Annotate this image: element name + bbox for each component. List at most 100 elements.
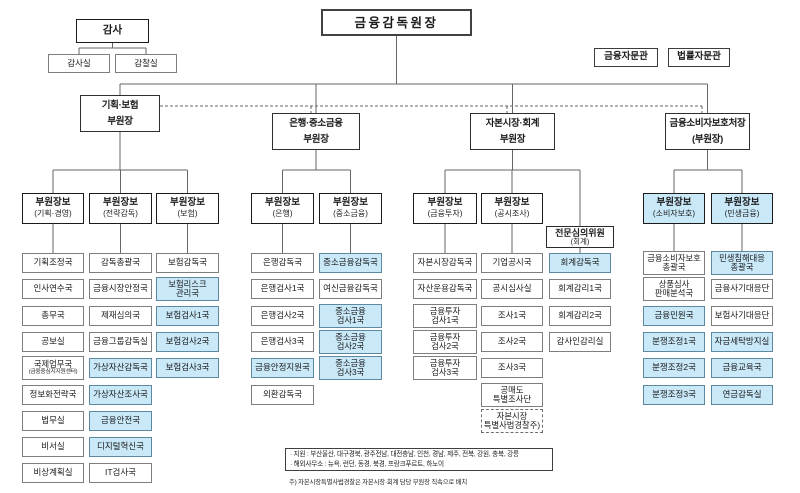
- dept-box: 보험사기대응단: [711, 306, 773, 326]
- label: 감독총괄국: [100, 257, 141, 268]
- label: 금융소비자보호: [647, 252, 701, 263]
- label: 기업공시국: [492, 257, 532, 268]
- dept-box: 비상계획실: [22, 463, 84, 483]
- dept-box: 금융민원국: [643, 306, 705, 326]
- note-line-regional: · 지원 : 부산울산, 대구경북, 광주전남, 대전충남, 인천, 경남, 제…: [290, 451, 519, 458]
- dept-box: 분쟁조정2국: [643, 358, 705, 378]
- assistant-deputy-box: 부원장보(민생금융): [711, 193, 773, 224]
- dept-box: 자산운용감독국: [413, 279, 477, 299]
- legal-advisor-box: 법률자문관: [668, 48, 730, 67]
- label: (금융투자): [427, 208, 463, 218]
- label: 은행감독국: [262, 257, 303, 268]
- label: 금융민원국: [654, 310, 694, 321]
- dept-box: 외환감독국: [251, 385, 314, 405]
- audit-office-box: 감사실: [48, 54, 110, 73]
- label: 자본시장: [496, 410, 528, 421]
- label: 감사인감리실: [556, 336, 604, 347]
- label: 여신금융감독국: [323, 283, 378, 294]
- footnote: 주) 자본시장특별사법경찰은 자본시장·회계 담당 부원장 직속으로 배치: [289, 479, 468, 486]
- dept-box: 은행검사2국: [251, 306, 314, 326]
- label: 정보화전략국: [29, 389, 77, 400]
- label: 가상자산감독국: [93, 362, 148, 373]
- label: 총괄국: [662, 262, 686, 272]
- label: 부원장보: [35, 197, 71, 209]
- assistant-deputy-box: 부원장보(은행): [251, 193, 314, 224]
- label: 부원장보: [427, 197, 463, 209]
- label: 비상계획실: [33, 467, 73, 478]
- label: 조사2국: [497, 336, 527, 347]
- dept-box: 조사2국: [481, 332, 543, 352]
- label: 총괄국: [730, 262, 754, 272]
- assistant-deputy-box: 부원장보(전략감독): [89, 193, 152, 224]
- dept-box: 기획조정국: [22, 253, 84, 273]
- label: (회계): [570, 236, 590, 246]
- label: 금융투자: [429, 331, 461, 342]
- dept-box: 기업공시국: [481, 253, 543, 273]
- label: 분쟁조정1국: [652, 336, 696, 347]
- label: 중소금융: [335, 357, 366, 368]
- label: 부원장: [499, 133, 526, 145]
- label: 디지털혁신국: [97, 441, 144, 452]
- dept-box: 가상자산조사국: [89, 385, 152, 405]
- dept-box: 조사1국: [481, 306, 543, 326]
- label: 보험검사2국: [165, 336, 210, 347]
- label: 부원장보: [724, 197, 760, 209]
- committee-box: 전문심의위원(회계): [546, 226, 614, 248]
- dept-box: 분쟁조정3국: [643, 385, 705, 405]
- dept-box: 정보화전략국: [22, 385, 84, 405]
- inspection-office-box: 감찰실: [115, 54, 177, 73]
- label: 회계감리1국: [558, 283, 602, 294]
- label: 분쟁조정2국: [652, 362, 696, 373]
- label: 은행검사2국: [260, 310, 305, 321]
- dept-box: 감사인감리실: [549, 332, 611, 352]
- dept-box: 중소금융감독국: [319, 253, 382, 273]
- dept-box: 금융안정지원국: [251, 358, 314, 378]
- label: (은행): [272, 208, 293, 218]
- assistant-deputy-box: 부원장보(공시조사): [481, 193, 543, 224]
- label: 상품심사: [658, 278, 690, 289]
- label: 보험감독국: [167, 257, 208, 268]
- label: 부원장: [303, 133, 329, 145]
- dept-box: 분쟁조정1국: [643, 332, 705, 352]
- label: 국제업무국: [33, 358, 73, 369]
- label: 부원장보: [265, 197, 300, 209]
- financial-advisor-box: 금융자문관: [594, 48, 658, 67]
- label: 검사2국: [336, 341, 365, 351]
- label: 비서실: [41, 441, 65, 452]
- dept-box: 회계감리1국: [549, 279, 611, 299]
- label: 금융소비자보호처장: [669, 118, 746, 130]
- label: 판매분석국: [654, 288, 694, 298]
- dept-box: 감독총괄국: [89, 253, 152, 273]
- dept-box: 자본시장감독국: [413, 253, 477, 273]
- label: 회계감독국: [560, 257, 600, 268]
- label: 공매도: [500, 384, 524, 395]
- dept-box: 금융안전국: [89, 411, 152, 431]
- label: 금융안정지원국: [255, 362, 310, 373]
- label: 조사1국: [497, 310, 527, 321]
- dept-box: 은행검사3국: [251, 332, 314, 352]
- dept-box: 공시심사실: [481, 279, 543, 299]
- label: 자금세탁방지실: [714, 336, 770, 347]
- label: 중소금융: [335, 305, 366, 316]
- label: 중소금융감독국: [323, 257, 378, 268]
- label: 금융투자: [429, 305, 461, 316]
- label: 전문심의위원: [555, 227, 605, 238]
- dept-box: 금융시장안정국: [89, 279, 152, 299]
- assistant-deputy-box: 부원장보(소비자보호): [643, 193, 705, 224]
- dept-box: 인사연수국: [22, 279, 84, 299]
- label: (소비자보호): [652, 208, 696, 218]
- label: 금융사기대응단: [714, 283, 770, 294]
- dept-box: 국제업무국(금융중심지지원센터): [22, 356, 84, 380]
- label: 특별조사단: [492, 394, 532, 404]
- dept-box: 은행검사1국: [251, 279, 314, 299]
- dept-box: 금융교육국: [711, 358, 773, 378]
- label: (기획·경영): [34, 208, 72, 218]
